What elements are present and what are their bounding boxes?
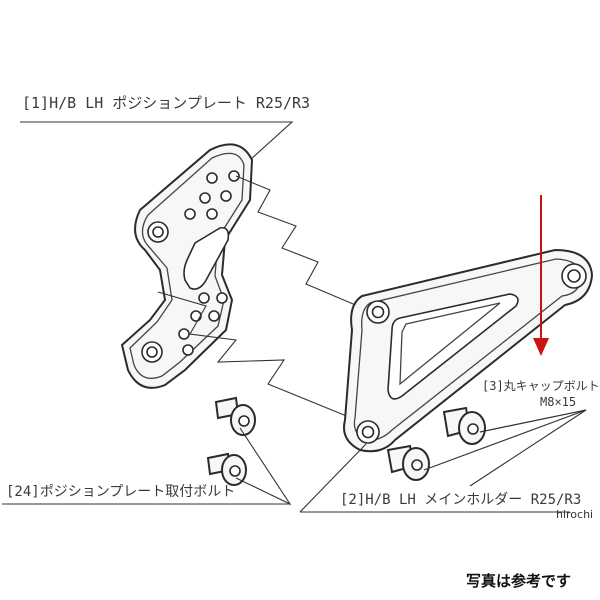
cap-bolt-lower	[386, 444, 430, 481]
holder-leader	[299, 443, 367, 513]
main-holder	[343, 248, 594, 453]
cap-bolt-upper	[442, 406, 486, 445]
cap-bolt-size-label: M8×15	[540, 395, 576, 409]
cap-bolt-leader-a	[479, 409, 587, 433]
cap-bolt-label: [3]丸キャップボルト	[482, 379, 600, 393]
plate-leader	[20, 121, 294, 161]
holder-label: [2]H/B LH メインホルダー R25/R3	[340, 492, 581, 508]
cap-bolt-leader	[469, 409, 587, 487]
plate-label: [1]H/B LH ポジションプレート R25/R3	[22, 94, 310, 112]
reference-note: 写真は参考です	[466, 572, 571, 590]
zigzag-leader-bottom	[157, 291, 377, 429]
zigzag-leader-top	[235, 175, 373, 313]
plate-bolt-label: [24]ポジションプレート取付ボルト	[6, 484, 235, 500]
watermark: hirochi	[556, 508, 593, 521]
plate-bolt-upper	[214, 396, 256, 436]
plate-bolt-leaders	[235, 427, 292, 506]
plate-bolt-lower	[206, 452, 247, 486]
cap-bolt-leader-b	[423, 409, 587, 471]
position-plate	[120, 143, 254, 389]
red-arrow	[533, 195, 549, 356]
